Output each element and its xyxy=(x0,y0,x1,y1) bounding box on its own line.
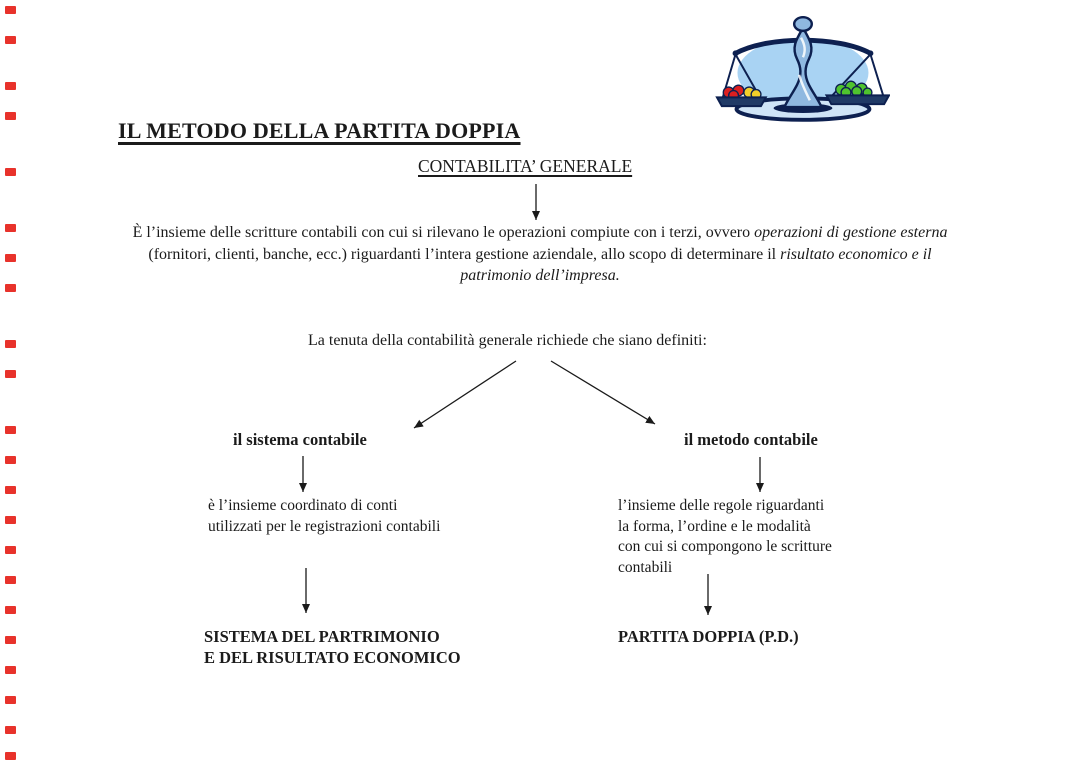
red-edge-mark xyxy=(5,254,16,262)
right-pan xyxy=(824,94,890,106)
red-edge-mark xyxy=(5,284,16,292)
red-edge-mark xyxy=(5,340,16,348)
red-edge-mark xyxy=(5,370,16,378)
red-edge-mark xyxy=(5,6,16,14)
intro-paragraph: È l’insieme delle scritture contabili co… xyxy=(20,222,1060,287)
red-edge-mark xyxy=(5,546,16,554)
right-branch-description: l’insieme delle regole riguardanti la fo… xyxy=(618,497,832,576)
red-edge-mark xyxy=(5,426,16,434)
red-edge-mark xyxy=(5,606,16,614)
scale-top-knob xyxy=(792,15,813,33)
intro-line1-regular: È l’insieme delle scritture contabili co… xyxy=(132,224,755,241)
arrow-branch-right xyxy=(550,360,656,425)
right-branch-heading: il metodo contabile xyxy=(684,430,818,449)
red-edge-mark xyxy=(5,486,16,494)
beam-left-hook xyxy=(732,50,739,57)
column-highlight xyxy=(797,37,811,101)
intro-line-1: È l’insieme delle scritture contabili co… xyxy=(20,222,1060,244)
red-edge-mark xyxy=(5,112,16,120)
red-edge-mark xyxy=(5,696,16,704)
red-edge-mark xyxy=(5,576,16,584)
red-edge-mark xyxy=(5,82,16,90)
red-edge-mark xyxy=(5,168,16,176)
red-edge-mark xyxy=(5,36,16,44)
scale-column xyxy=(782,25,824,109)
red-edge-mark xyxy=(5,726,16,734)
intro-line2-regular: (fornitori, clienti, banche, ecc.) rigua… xyxy=(148,245,781,263)
left-branch-heading: il sistema contabile xyxy=(233,430,367,449)
red-edge-mark xyxy=(5,752,16,760)
left-branch-description: è l’insieme coordinato di conti utilizza… xyxy=(208,497,441,535)
subtitle: CONTABILITA’ GENERALE xyxy=(418,156,633,176)
red-edge-mark xyxy=(5,516,16,524)
intro-line2-italic: risultato economico e il xyxy=(780,245,932,263)
intro-line1-italic: operazioni di gestione esterna xyxy=(754,224,948,241)
page-title: IL METODO DELLA PARTITA DOPPIA xyxy=(118,118,521,143)
intro-line-2: (fornitori, clienti, banche, ecc.) rigua… xyxy=(20,244,1060,266)
left-branch-result: SISTEMA DEL PARTRIMONIO E DEL RISULTATO … xyxy=(204,627,461,667)
left-pan-fruits xyxy=(722,84,762,101)
left-pan xyxy=(715,96,768,108)
balance-scale-image xyxy=(715,15,890,122)
red-edge-mark xyxy=(5,456,16,464)
arrow-branch-left xyxy=(413,360,517,429)
intro-line-3: patrimonio dell’impresa. xyxy=(20,265,1060,287)
diagram-lead-in: La tenuta della contabilità generale ric… xyxy=(308,332,707,349)
intro-line3-italic: patrimonio dell’impresa. xyxy=(460,267,620,284)
red-edge-mark xyxy=(5,666,16,674)
red-edge-mark xyxy=(5,224,16,232)
red-edge-mark xyxy=(5,636,16,644)
right-branch-result: PARTITA DOPPIA (P.D.) xyxy=(618,627,799,646)
